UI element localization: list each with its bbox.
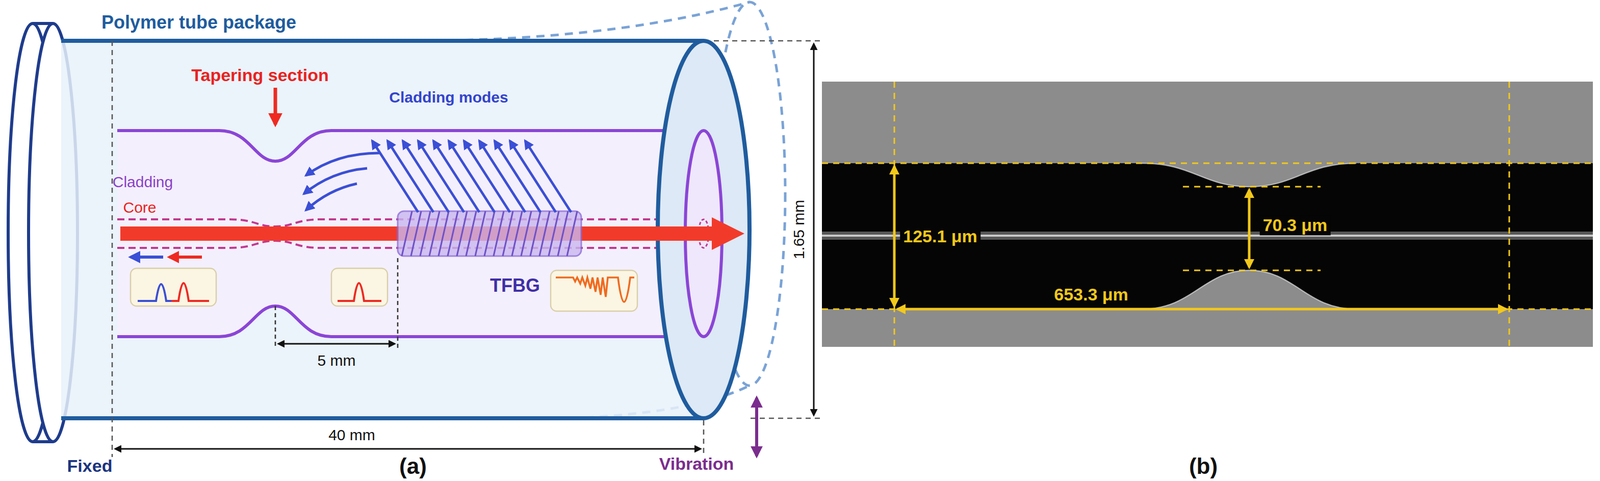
label-slot: 40 mm bbox=[328, 426, 376, 444]
dimension-guide bbox=[111, 40, 114, 457]
measure-arrow bbox=[893, 166, 896, 306]
dimension-label: 1.65 mm bbox=[790, 199, 808, 260]
core-light-head bbox=[711, 217, 745, 250]
guide-line bbox=[1508, 81, 1511, 347]
spectrum-inset bbox=[130, 268, 217, 306]
panel-label: (a) bbox=[399, 453, 427, 479]
label-slot: Fixed bbox=[67, 456, 113, 476]
dimension-guide bbox=[703, 420, 705, 457]
panel-label: (b) bbox=[1189, 453, 1218, 479]
label-slot: Cladding bbox=[112, 173, 173, 191]
dimension-arrow bbox=[278, 343, 395, 345]
label-slot: Tapering section bbox=[191, 65, 329, 85]
mode-arrow bbox=[525, 140, 572, 213]
spectrum-peak bbox=[137, 284, 172, 301]
measure-label: 70.3 μm bbox=[1259, 215, 1331, 236]
guide-line bbox=[1182, 186, 1321, 188]
deflected-tube-outline bbox=[407, 2, 750, 41]
label-slot: Cladding modes bbox=[389, 88, 508, 106]
reflected-core-arrow bbox=[169, 255, 202, 259]
measurement-guides bbox=[821, 81, 1593, 347]
grating-label: TFBG bbox=[489, 275, 540, 296]
dimension-guide bbox=[397, 257, 399, 349]
label-slot: Vibration bbox=[659, 454, 735, 474]
measure-label: 125.1 μm bbox=[899, 226, 981, 247]
guide-line bbox=[893, 81, 896, 347]
dimension-guide bbox=[713, 40, 820, 42]
guide-line bbox=[821, 308, 1593, 311]
guide-line bbox=[1182, 269, 1321, 272]
taper-edge-glow bbox=[1142, 270, 1357, 309]
grating-body bbox=[397, 211, 582, 256]
mode-label: Cladding modes bbox=[389, 88, 508, 106]
polymer-tube-edge bbox=[61, 416, 704, 421]
label-slot: 125.1 μm bbox=[899, 226, 981, 247]
fixed-label: Fixed bbox=[67, 456, 113, 476]
part-label: Cladding bbox=[112, 173, 173, 191]
tapered-fiber-image bbox=[821, 163, 1593, 309]
cladding-mode-arrows bbox=[303, 140, 572, 213]
label-slot: Core bbox=[122, 198, 157, 216]
spectrum-inset bbox=[550, 270, 638, 312]
measure-label: 653.3 μm bbox=[1050, 284, 1132, 305]
measure-arrow bbox=[1248, 189, 1251, 268]
vibration-label: Vibration bbox=[659, 454, 735, 474]
micrograph-ground bbox=[821, 81, 1593, 347]
taper-edge-glow bbox=[1142, 163, 1357, 187]
label-slot: Polymer tube package bbox=[101, 12, 297, 33]
vibration-arrow bbox=[755, 397, 759, 456]
recoupled-mode-arrow bbox=[305, 183, 357, 211]
package-label: Polymer tube package bbox=[101, 12, 297, 33]
grating-planes bbox=[401, 211, 578, 256]
guide-line bbox=[821, 162, 1593, 165]
tfbg-grating bbox=[397, 211, 582, 256]
label-slot: 5 mm bbox=[317, 351, 356, 369]
polymer-tube-edge bbox=[61, 38, 704, 43]
dimension-label: 40 mm bbox=[328, 426, 376, 444]
part-label: Core bbox=[122, 198, 157, 216]
reflected-mode-arrow bbox=[130, 255, 164, 259]
dimension-arrow bbox=[813, 43, 815, 416]
label-slot: 1.65 mm bbox=[790, 199, 808, 260]
tfbg-spectrum bbox=[555, 277, 635, 302]
spectrum-inset bbox=[331, 268, 388, 306]
section-label: Tapering section bbox=[191, 65, 329, 85]
taper-pointer bbox=[273, 87, 278, 125]
dimension-label: 5 mm bbox=[317, 351, 356, 369]
label-slot: (b) bbox=[1189, 453, 1218, 479]
spectrum-peak bbox=[337, 282, 382, 301]
label-slot: TFBG bbox=[489, 275, 540, 296]
measure-arrow bbox=[897, 307, 1507, 311]
dimension-guide bbox=[274, 305, 277, 349]
cladding-outline bbox=[117, 130, 704, 162]
label-slot: 653.3 μm bbox=[1050, 284, 1132, 305]
label-slot: 70.3 μm bbox=[1259, 215, 1331, 236]
label-slot: (a) bbox=[399, 453, 427, 479]
dimension-guide bbox=[750, 417, 820, 420]
spectrum-peak bbox=[171, 282, 210, 301]
dimension-arrow bbox=[115, 448, 701, 450]
